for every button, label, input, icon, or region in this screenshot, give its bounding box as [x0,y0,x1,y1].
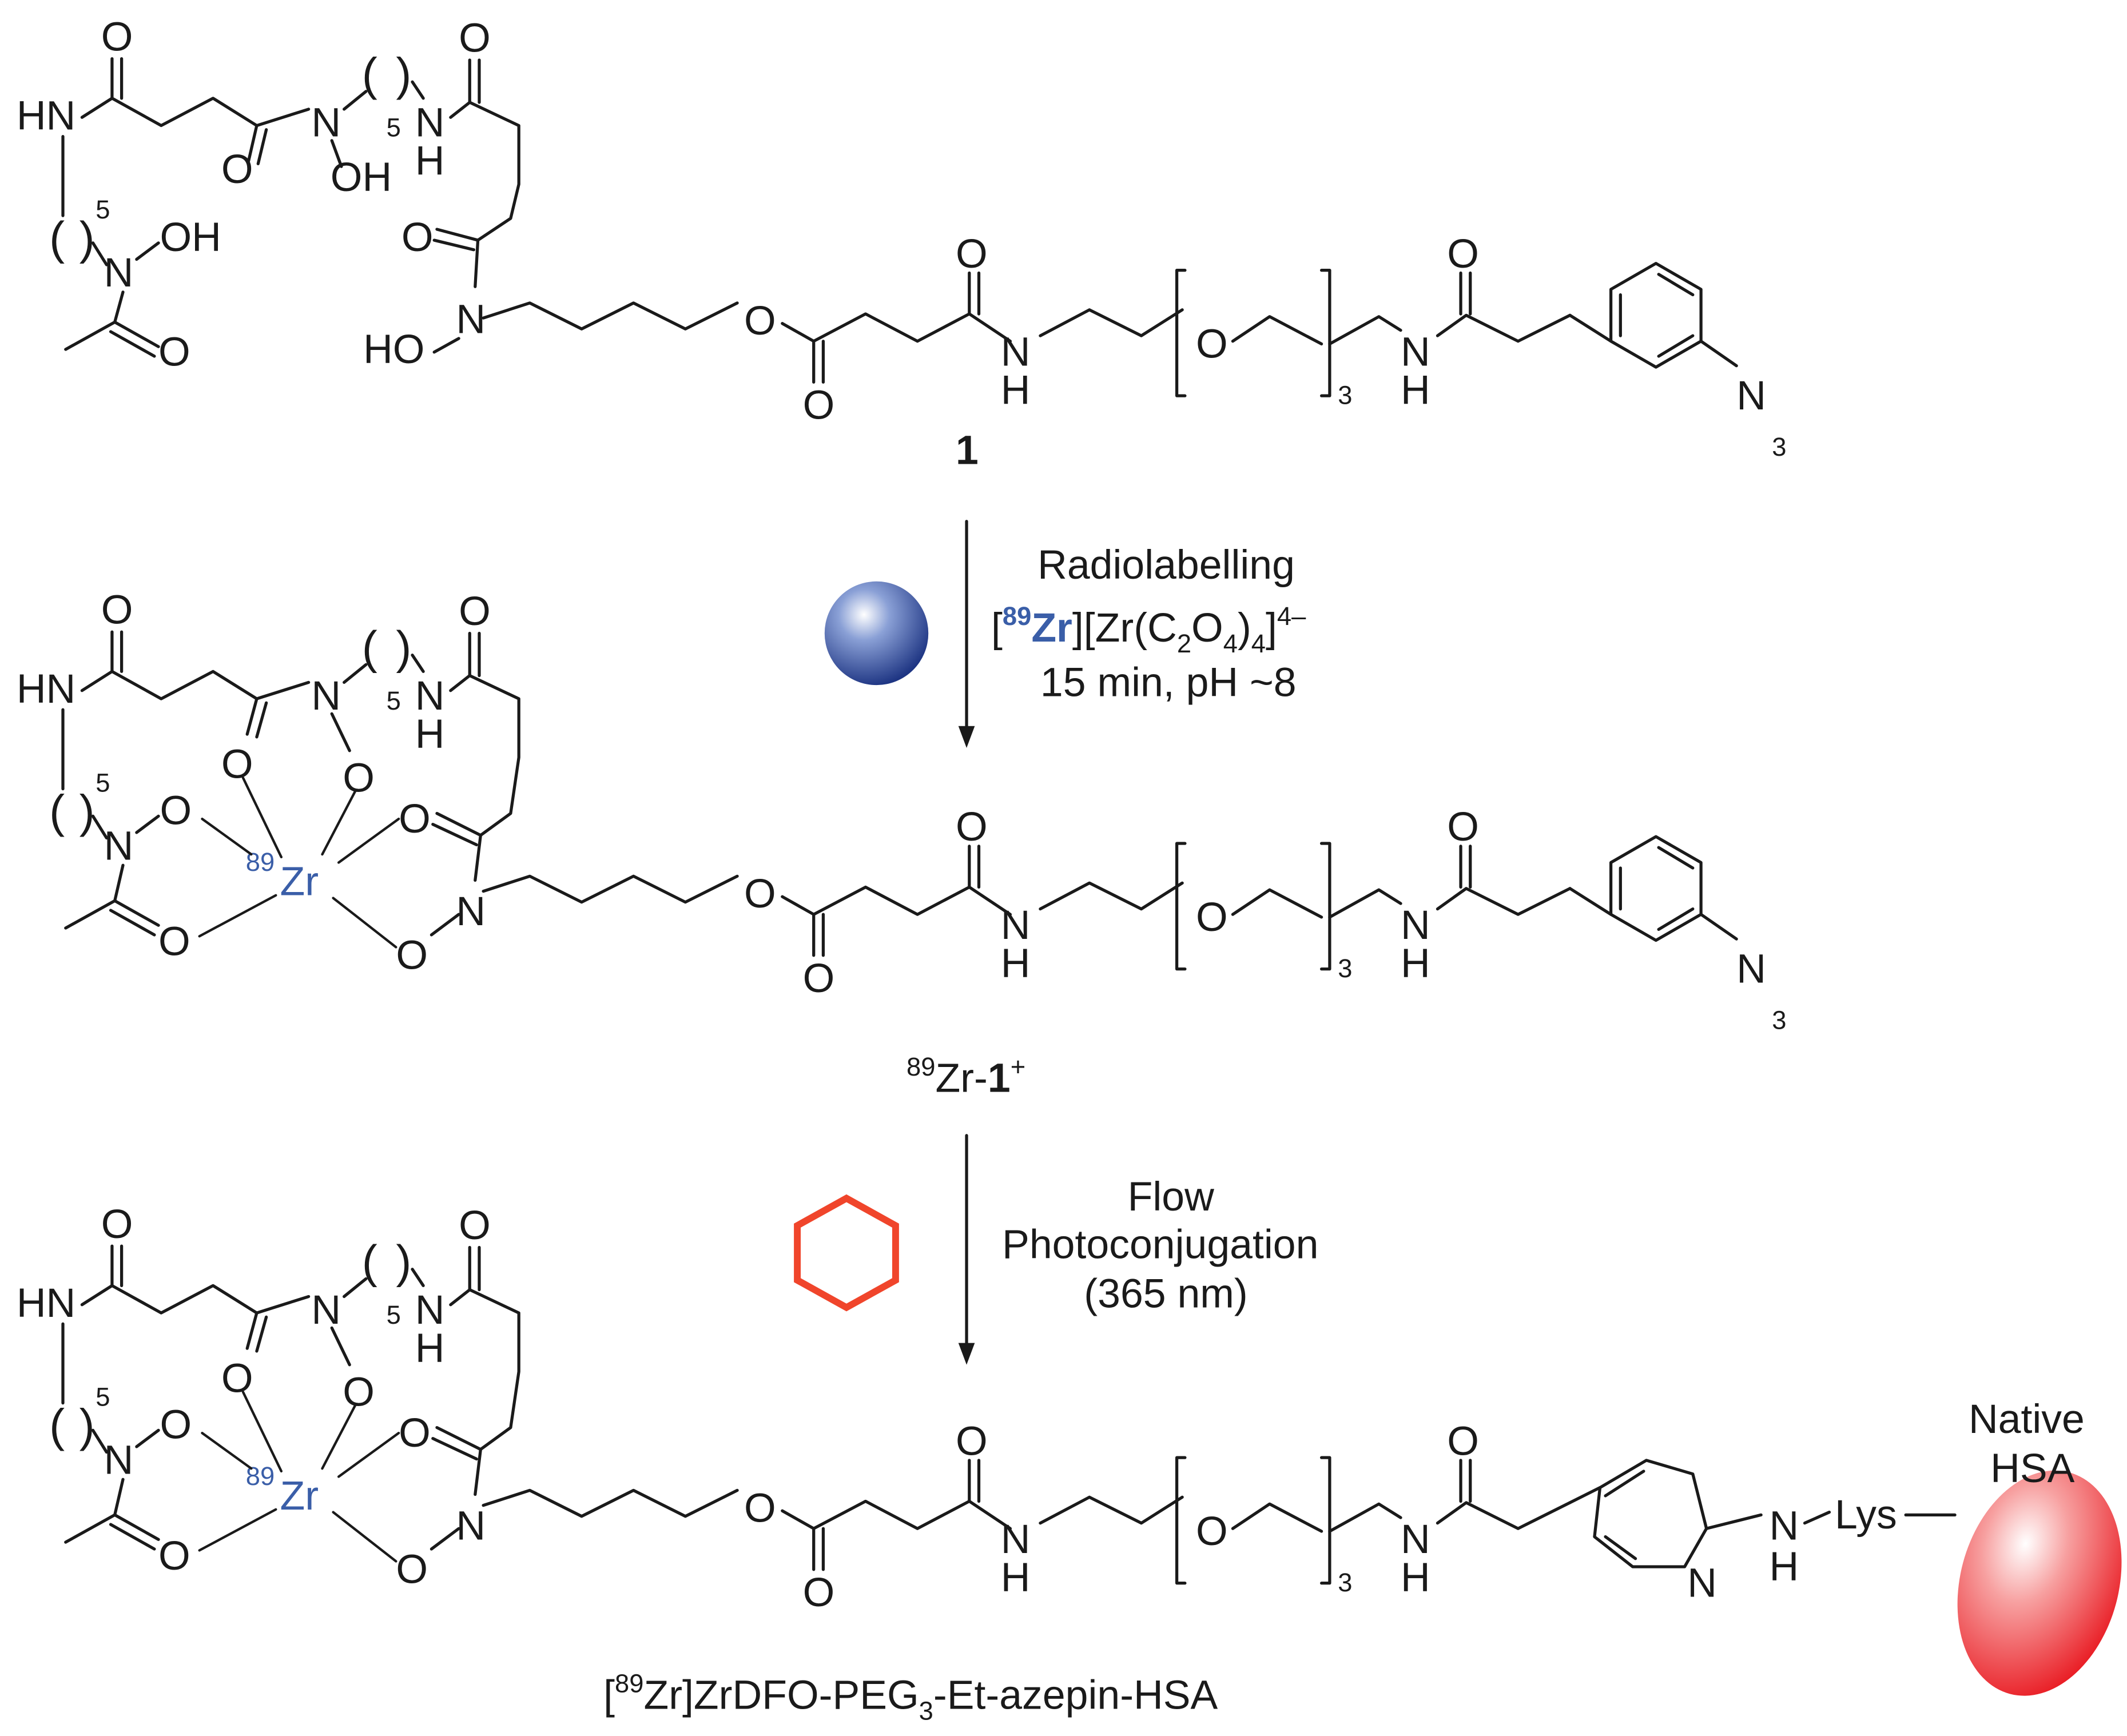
svg-text:O: O [221,146,253,192]
svg-text:N: N [311,100,341,146]
svg-text:): ) [396,49,411,101]
svg-text:N: N [415,100,445,146]
svg-text:OH: OH [331,154,392,200]
svg-text:HO: HO [363,327,424,372]
svg-text:Lys: Lys [1835,1492,1897,1538]
protein-label-line1: Native [1969,1396,2085,1442]
compound-hsa-label: [89Zr]ZrDFO-PEG3-Et-azepin-HSA [603,1669,1218,1726]
svg-text:H: H [1769,1544,1799,1590]
step-1-reagent: [89Zr][Zr(C2O4)4]4– [991,602,1306,658]
svg-text:O: O [101,14,133,59]
svg-text:(: ( [49,213,65,264]
svg-text:3: 3 [1772,432,1786,461]
svg-text:O: O [158,329,190,375]
svg-text:N: N [1687,1560,1717,1606]
step-1-title: Radiolabelling [1037,542,1295,588]
compound-hsa-structure: N N H Lys [17,1201,1957,1615]
step-2-conditions: (365 nm) [1084,1271,1247,1317]
svg-text:O: O [459,15,491,61]
step-2-title: Flow [1128,1174,1214,1220]
compound-1-label: 1 [956,428,979,473]
svg-text:): ) [79,213,95,264]
protein-label-line2: HSA [1990,1446,2074,1491]
compound-1-structure: HN O O N OH ( ) 5 N H O O N HO ( ) 5 [17,14,1787,461]
compound-zr1-structure: 3 [17,587,1786,1035]
svg-text:N: N [1769,1503,1799,1548]
step-2-subtitle: Photoconjugation [1002,1222,1318,1268]
svg-text:3: 3 [1772,1006,1786,1035]
svg-text:H: H [415,138,445,184]
svg-text:5: 5 [387,113,401,142]
arrow-step-2 [958,1134,975,1365]
step-1-conditions: 15 min, pH ~8 [1040,659,1297,705]
svg-text:HN: HN [17,93,75,139]
svg-text:O: O [401,214,434,260]
svg-text:(: ( [362,49,377,101]
svg-text:OH: OH [160,214,221,260]
blue-sphere-icon [824,581,929,686]
hsa-protein-icon [1957,1470,2122,1696]
svg-text:N: N [104,250,134,296]
svg-text:5: 5 [96,195,110,224]
compound-zr1-label: 89Zr-1+ [907,1052,1025,1101]
red-hexagon-icon [794,1194,899,1312]
svg-text:N: N [456,296,486,342]
arrow-step-1 [958,520,975,748]
